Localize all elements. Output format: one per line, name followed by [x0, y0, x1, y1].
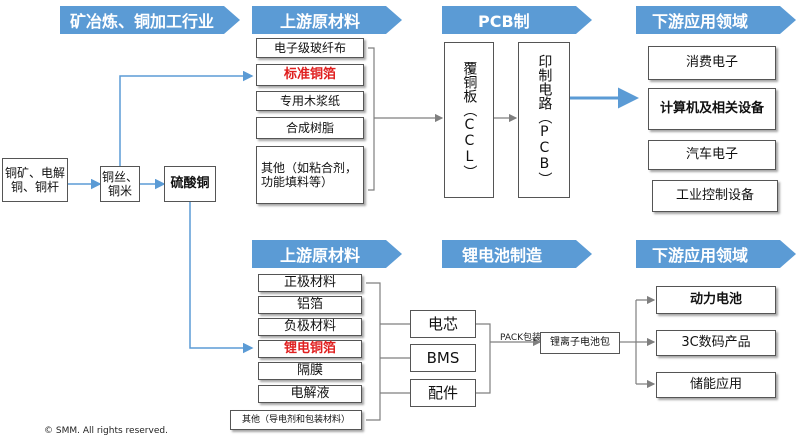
pack-box: 锂离子电池包	[540, 332, 620, 354]
upstream-bottom-item-label: 正极材料	[283, 275, 336, 291]
downstream-bottom-item-label: 3C数码产品	[681, 335, 751, 351]
copper-sulfate-box: 硫酸铜	[164, 166, 216, 202]
downstream-bottom-item-label: 动力电池	[689, 292, 742, 308]
bms-box: BMS	[410, 344, 476, 372]
upstream-top-item-label: 其他（如粘合剂，功能填料等）	[261, 160, 358, 189]
ore-box: 铜矿、电解铜、铜杆	[2, 158, 68, 202]
upstream-top-item-other: 其他（如粘合剂，功能填料等）	[256, 146, 364, 204]
upstream-top-item-label: 标准铜箔	[283, 67, 336, 83]
upstream-bottom-item-label: 电解液	[290, 386, 330, 402]
arrow-to-standard-foil	[119, 70, 254, 166]
ccl-label: 覆铜板（CCL）	[461, 61, 478, 179]
components-bracket	[476, 323, 491, 394]
bms-label: BMS	[426, 349, 460, 367]
upstream-top-item-wood-pulp: 专用木浆纸	[256, 91, 364, 111]
arrow-to-lithium-foil	[189, 200, 254, 354]
header-downstream-top-label: 下游应用领域	[652, 12, 749, 31]
upstream-top-item-glass-fiber: 电子级玻纤布	[256, 38, 364, 58]
upstream-top-item-resin: 合成树脂	[256, 117, 364, 139]
header-smelting-label: 矿冶炼、铜加工行业	[70, 12, 215, 31]
header-upstream-bottom: 上游原材料	[252, 240, 402, 268]
downstream-bottom-item-label: 储能应用	[689, 377, 742, 393]
cell-box: 电芯	[410, 310, 476, 338]
header-battery-label: 锂电池制造	[462, 246, 543, 265]
upstream-top-item-standard-foil: 标准铜箔	[256, 64, 364, 86]
downstream-bottom-item-3c: 3C数码产品	[656, 330, 776, 356]
cell-label: 电芯	[427, 315, 458, 333]
header-battery: 锂电池制造	[442, 240, 592, 268]
copper-sulfate-label: 硫酸铜	[170, 176, 210, 192]
header-pcb: PCB制	[442, 6, 592, 34]
lower-materials-bracket	[366, 282, 381, 421]
wire-label: 铜丝、铜米	[101, 169, 138, 198]
upstream-bottom-item-label: 负极材料	[283, 319, 336, 335]
wire-box: 铜丝、铜米	[100, 166, 140, 202]
upstream-bottom-item-label: 隔膜	[296, 363, 323, 379]
parts-label: 配件	[427, 384, 458, 402]
header-downstream-top: 下游应用领域	[636, 6, 796, 34]
upstream-top-item-label: 合成树脂	[285, 120, 334, 135]
upstream-bottom-item-aluminum-foil: 铝箔	[258, 296, 362, 314]
downstream-top-item-label: 工业控制设备	[675, 188, 754, 204]
upstream-bottom-item-label: 铝箔	[296, 297, 323, 313]
upstream-bottom-item-lithium-foil: 锂电铜箔	[258, 340, 362, 358]
pcb-label: 印制电路（PCB）	[536, 54, 553, 186]
downstream-top-item-auto: 汽车电子	[648, 140, 776, 170]
upstream-bottom-item-label: 其他（导电剂和包装材料）	[241, 414, 350, 425]
downstream-top-item-label: 计算机及相关设备	[659, 101, 764, 117]
header-upstream-top: 上游原材料	[252, 6, 402, 34]
upstream-bottom-item-separator: 隔膜	[258, 362, 362, 380]
downstream-top-item-label: 消费电子	[685, 55, 738, 71]
header-downstream-bottom-label: 下游应用领域	[652, 246, 749, 265]
header-upstream-top-label: 上游原材料	[280, 12, 361, 31]
ore-label: 铜矿、电解铜、铜杆	[4, 165, 65, 194]
upstream-top-item-label: 专用木浆纸	[279, 93, 340, 108]
header-downstream-bottom: 下游应用领域	[636, 240, 796, 268]
downstream-top-item-label: 汽车电子	[685, 147, 738, 163]
downstream-bottom-item-storage: 储能应用	[656, 372, 776, 398]
upstream-bottom-item-label: 锂电铜箔	[283, 341, 336, 357]
pack-box-label: 锂离子电池包	[550, 337, 610, 348]
downstream-top-item-consumer: 消费电子	[648, 46, 776, 80]
upstream-bottom-item-electrolyte: 电解液	[258, 385, 362, 403]
header-smelting: 矿冶炼、铜加工行业	[60, 6, 240, 34]
pack-label: PACK包装	[500, 333, 542, 343]
header-upstream-bottom-label: 上游原材料	[280, 246, 361, 265]
upstream-bottom-item-cathode: 正极材料	[258, 274, 362, 292]
pcb-box: 印制电路（PCB）	[518, 42, 570, 198]
upstream-bottom-item-other: 其他（导电剂和包装材料）	[230, 410, 362, 430]
upstream-bottom-item-anode: 负极材料	[258, 318, 362, 336]
header-pcb-label: PCB制	[478, 12, 530, 31]
parts-box: 配件	[410, 379, 476, 407]
downstream-top-item-computer: 计算机及相关设备	[648, 88, 776, 130]
copyright-text: © SMM. All rights reserved.	[44, 426, 168, 436]
downstream-bottom-item-power-battery: 动力电池	[656, 286, 776, 314]
ccl-box: 覆铜板（CCL）	[444, 42, 494, 198]
upstream-top-item-label: 电子级玻纤布	[273, 40, 346, 55]
upper-materials-bracket	[368, 47, 375, 191]
downstream-top-item-industrial: 工业控制设备	[652, 180, 778, 212]
